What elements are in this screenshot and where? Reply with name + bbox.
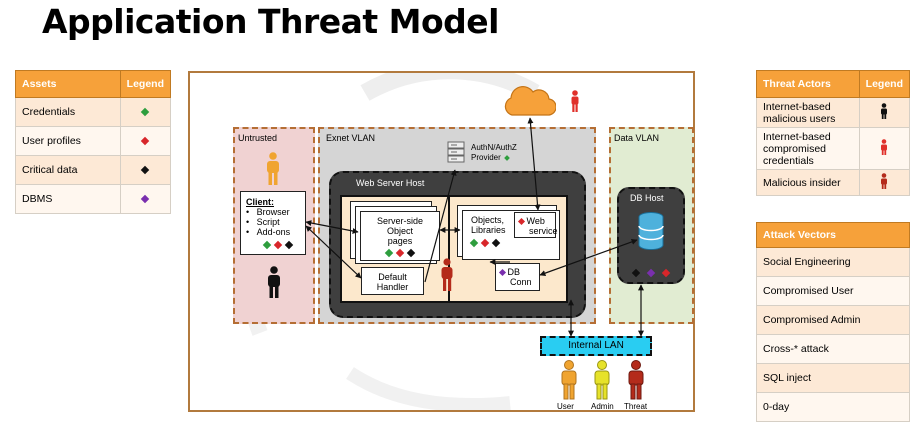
- cloud-icon: [504, 86, 556, 116]
- asset-label-user-profiles: User profiles: [15, 126, 121, 156]
- admin-person-icon: [594, 360, 610, 400]
- internal-lan: Internal LAN: [540, 336, 652, 356]
- objects-libraries-line2: Libraries: [471, 225, 506, 235]
- db-conn-line2: Conn: [510, 277, 532, 287]
- threat-actor-label-malicious-insider: Malicious insider: [756, 169, 860, 196]
- exnet-vlan-label: Exnet VLAN: [326, 133, 376, 143]
- arrow-client-handler: [305, 225, 362, 279]
- authn-provider-label: AuthN/AuthZ Provider: [471, 143, 517, 163]
- orange-person-icon: [267, 152, 279, 185]
- threat-actors-table: Threat Actors Legend Internet-based mali…: [756, 70, 911, 196]
- threat-actors-legend-header: Legend: [858, 70, 911, 98]
- assets-legend-header: Legend: [119, 70, 172, 98]
- authn-label-line1: AuthN/AuthZ: [471, 143, 517, 152]
- attack-vector-item: Cross-* attack: [756, 334, 910, 364]
- client-box: Client: • Browser • Script • Add-ons: [240, 191, 306, 255]
- server-side-object-pages: Server-side Object pages: [360, 211, 440, 261]
- authn-label-line2: Provider: [471, 153, 501, 162]
- arrow-client-pages: [305, 220, 359, 234]
- attack-vector-item: Compromised User: [756, 276, 910, 306]
- web-server-host-label: Web Server Host: [356, 178, 425, 188]
- threat-actor-label-malicious-users: Internet-based malicious users: [756, 97, 860, 128]
- black-person-icon: [858, 97, 911, 128]
- actor-admin-label: Admin: [591, 402, 614, 411]
- db-conn: DB Conn: [495, 263, 540, 291]
- app-container-divider: [448, 195, 450, 303]
- default-handler: Default Handler: [361, 267, 424, 295]
- actor-threat-label: Threat: [624, 402, 648, 411]
- attack-vector-item: 0-day: [756, 392, 910, 422]
- default-handler-line1: Default: [378, 272, 407, 282]
- web-service: Web service: [514, 212, 558, 238]
- database-icon: [638, 212, 664, 250]
- server-side-line3: pages: [387, 236, 413, 246]
- page-title: Application Threat Model: [42, 2, 500, 41]
- web-service-line2: service: [529, 226, 558, 236]
- client-item-browser: Browser: [256, 207, 290, 217]
- assets-header: Assets: [15, 70, 121, 98]
- attack-vector-item: Social Engineering: [756, 247, 910, 277]
- user-person-icon: [561, 360, 577, 400]
- db-conn-line1: DB: [507, 267, 521, 277]
- server-side-line2: Object: [386, 226, 413, 236]
- arrow-cloud-webservice: [527, 117, 541, 211]
- db-host-label: DB Host: [630, 193, 664, 203]
- attack-vector-item: SQL inject: [756, 363, 910, 393]
- client-item-addons: Add-ons: [256, 227, 291, 237]
- red-person-icon: [571, 90, 579, 112]
- asset-label-critical-data: Critical data: [15, 155, 121, 185]
- client-title: Client:: [246, 197, 274, 207]
- darkred-person-icon: [858, 169, 911, 196]
- black-person-icon: [268, 266, 280, 298]
- threat-actors-header: Threat Actors: [756, 70, 860, 98]
- client-item-script: Script: [256, 217, 280, 227]
- threat-person-icon: [628, 360, 644, 400]
- default-handler-line2: Handler: [376, 282, 409, 292]
- objects-libraries-line1: Objects,: [471, 215, 505, 225]
- untrusted-label: Untrusted: [238, 133, 278, 143]
- web-service-line1: Web: [526, 216, 545, 226]
- assets-table: Assets Legend Credentials User profiles …: [15, 70, 172, 214]
- red-person-icon: [858, 127, 911, 170]
- data-vlan-label: Data VLAN: [614, 133, 660, 143]
- server-rack-icon: [447, 141, 465, 163]
- attack-vector-item: Compromised Admin: [756, 305, 910, 335]
- actor-user-label: User: [557, 402, 574, 411]
- attack-vectors-table: Attack Vectors Social Engineering Compro…: [756, 222, 910, 422]
- server-side-line1: Server-side: [376, 216, 423, 226]
- darkred-person-icon: [441, 258, 453, 291]
- arrow-handler-authn: [424, 169, 457, 283]
- internal-lan-label: Internal LAN: [568, 340, 624, 351]
- asset-label-dbms: DBMS: [15, 184, 121, 214]
- threat-actor-label-compromised-credentials: Internet-based compromised credentials: [756, 127, 860, 170]
- arrow-dbconn-db: [539, 239, 638, 276]
